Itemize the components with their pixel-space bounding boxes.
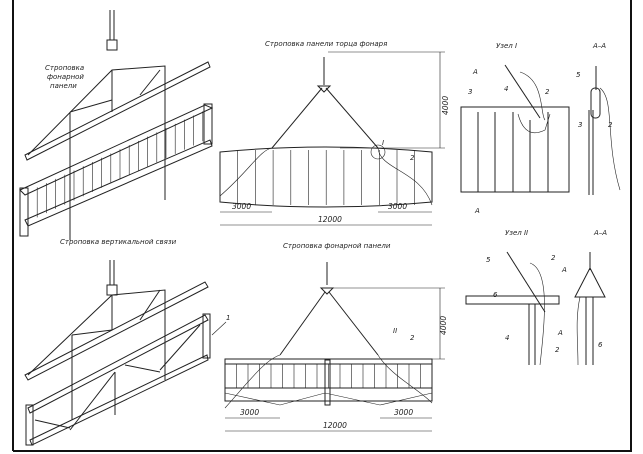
- node2-callout-4: 4: [505, 334, 509, 342]
- dim-top-total: 12000: [318, 215, 342, 224]
- traverse-beam-top: [24, 10, 211, 240]
- lantern-panel-top: [19, 103, 214, 237]
- vertical-brace: [25, 313, 227, 446]
- section-top-callout-2: 2: [608, 121, 613, 129]
- node2-callout-6: 6: [493, 291, 498, 299]
- section-top-detail: [588, 66, 621, 195]
- node1-callout-A-top: A: [472, 68, 478, 76]
- traverse-beam-bottom: [24, 260, 209, 420]
- callout-node2-mark: II: [393, 327, 397, 335]
- node2-callout-2: 2: [551, 254, 556, 262]
- section-top-callout-3: 3: [578, 121, 582, 129]
- section-bottom-detail: [574, 252, 606, 366]
- dim-bottom-right: 3000: [394, 408, 413, 417]
- title-node2: Узел II: [505, 229, 528, 237]
- callout-top-2: 2: [410, 154, 415, 162]
- end-panel-sling: [219, 51, 445, 226]
- title-bottom-left: Строповка вертикальной связи: [60, 238, 177, 246]
- node2-callout-5: 5: [486, 256, 491, 264]
- node2-callout-A-bottom: A: [557, 329, 563, 337]
- title-top-left-2: фонарной: [47, 73, 84, 81]
- node1-callout-2: 2: [545, 88, 550, 96]
- dim-bottom-total: 12000: [323, 421, 347, 430]
- section-top-callout-5: 5: [576, 71, 581, 79]
- title-top-left-3: панели: [50, 82, 77, 90]
- callout-node1-mark: I: [382, 139, 384, 147]
- section-bottom-callout-6: 6: [598, 341, 603, 349]
- node1-callout-3: 3: [468, 88, 472, 96]
- callout-bottom-2: 2: [410, 334, 415, 342]
- node1-callout-4: 4: [504, 85, 508, 93]
- lantern-panel-sling: [224, 262, 445, 432]
- dim-bottom-height: 4000: [439, 316, 448, 335]
- dim-top-height: 4000: [441, 96, 450, 115]
- section-bottom-callout-2: 2: [555, 346, 560, 354]
- title-node1: Узел I: [496, 42, 517, 50]
- node1-detail: [460, 64, 570, 193]
- node1-callout-A-bottom: A: [474, 207, 480, 215]
- title-top-center: Строповка панели торца фонаря: [265, 40, 387, 48]
- node2-detail: [465, 251, 560, 366]
- dim-bottom-left: 3000: [240, 408, 259, 417]
- title-section-bottom: А–А: [593, 229, 607, 237]
- dim-top-left: 3000: [232, 202, 251, 211]
- title-section-top: А–А: [592, 42, 606, 50]
- node2-callout-A-top: A: [561, 266, 567, 274]
- dim-top-right: 3000: [388, 202, 407, 211]
- callout-brace-1: 1: [226, 314, 230, 322]
- title-top-left-1: Строповка: [45, 64, 84, 72]
- title-bottom-center: Строповка фонарной панели: [283, 242, 391, 250]
